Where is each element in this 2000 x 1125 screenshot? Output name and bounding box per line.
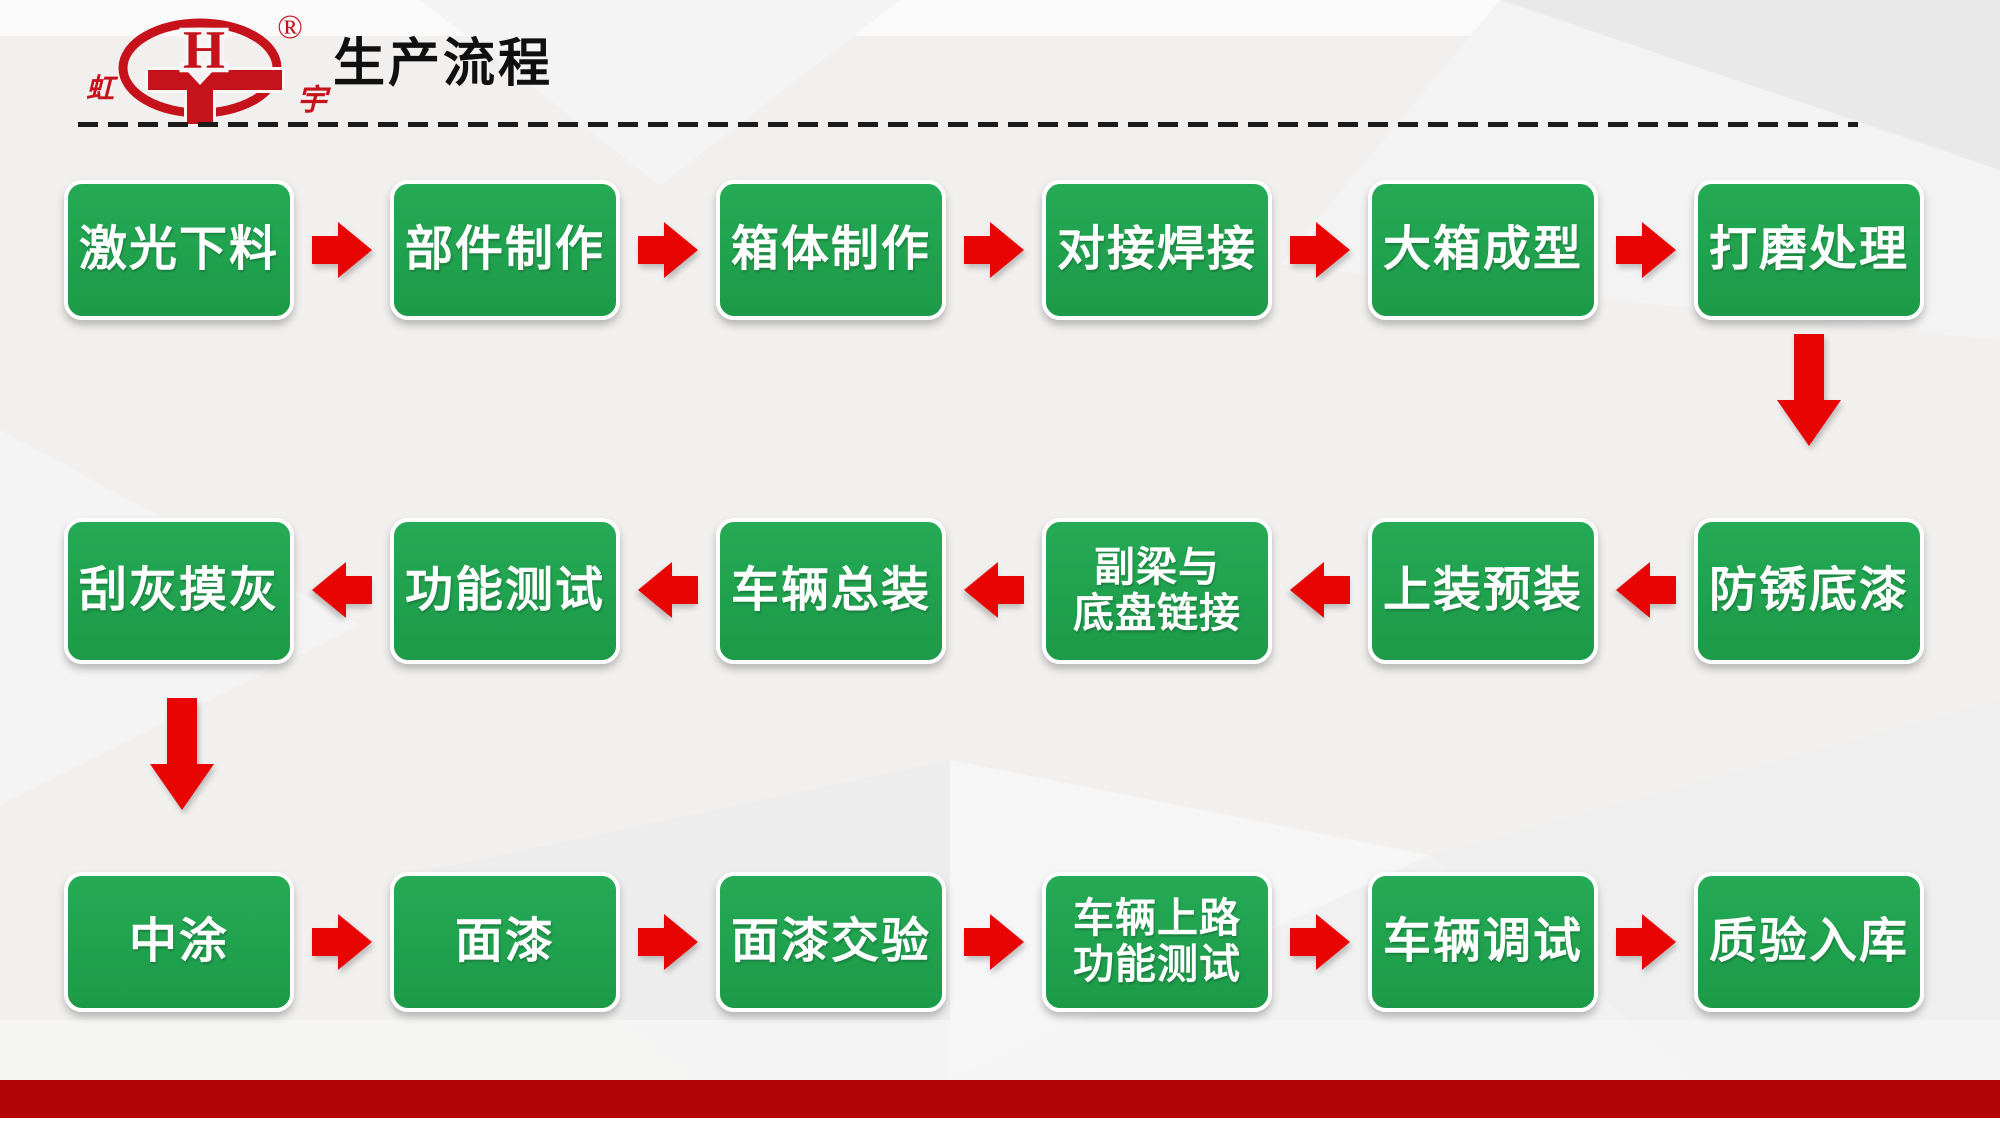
flow-step-box: 质验入库 xyxy=(1694,872,1924,1012)
arrow-right-icon xyxy=(312,914,372,970)
arrow-right-icon xyxy=(638,222,698,278)
flow-step-box: 上装预装 xyxy=(1368,518,1598,664)
flow-step-label: 质验入库 xyxy=(1708,915,1909,969)
flow-step-box: 车辆调试 xyxy=(1368,872,1598,1012)
flow-step-label: 激光下料 xyxy=(78,223,279,277)
flow-step-box: 刮灰摸灰 xyxy=(64,518,294,664)
arrow-right-icon xyxy=(1290,914,1350,970)
arrow-left-icon xyxy=(312,562,372,618)
logo-char-yu: 宇 xyxy=(297,84,331,117)
flow-step-box: 对接焊接 xyxy=(1042,180,1272,320)
footer-white-strip xyxy=(0,1118,2000,1125)
arrow-right-icon xyxy=(638,914,698,970)
flow-step-label: 车辆上路 xyxy=(1073,895,1241,942)
flow-step-box: 面漆交验 xyxy=(716,872,946,1012)
flow-step-label: 底盘链接 xyxy=(1073,590,1241,636)
flow-step-label: 车辆总装 xyxy=(730,564,931,618)
arrow-right-icon xyxy=(312,222,372,278)
arrow-down-icon xyxy=(1777,334,1841,446)
flow-step-label: 上装预装 xyxy=(1382,564,1583,618)
flow-step-label: 中涂 xyxy=(128,915,229,969)
flow-step-box: 大箱成型 xyxy=(1368,180,1598,320)
flow-step-box: 功能测试 xyxy=(390,518,620,664)
logo-char-hong: 虹 xyxy=(86,74,119,105)
flow-step-label: 刮灰摸灰 xyxy=(78,564,279,618)
arrow-right-icon xyxy=(1616,222,1676,278)
logo-registered-icon: ® xyxy=(277,9,303,46)
flow-step-label: 功能测试 xyxy=(404,564,605,618)
footer-bar xyxy=(0,1080,2000,1118)
flow-step-box: 激光下料 xyxy=(64,180,294,320)
dashed-divider xyxy=(78,122,1858,127)
arrow-left-icon xyxy=(638,562,698,618)
flow-step-label: 部件制作 xyxy=(404,223,605,277)
arrow-left-icon xyxy=(964,562,1024,618)
arrow-left-icon xyxy=(1290,562,1350,618)
arrow-left-icon xyxy=(1616,562,1676,618)
company-logo: H ® 虹 宇 xyxy=(86,9,331,127)
flow-step-label: 打磨处理 xyxy=(1708,223,1909,277)
flow-step-label: 大箱成型 xyxy=(1382,223,1583,277)
flow-step-box: 车辆上路功能测试 xyxy=(1042,872,1272,1012)
flow-step-label: 面漆交验 xyxy=(730,915,931,969)
page-title: 生产流程 xyxy=(333,35,554,93)
flow-step-box: 中涂 xyxy=(64,872,294,1012)
flow-step-box: 面漆 xyxy=(390,872,620,1012)
flow-step-label: 箱体制作 xyxy=(730,223,931,277)
flow-step-box: 车辆总装 xyxy=(716,518,946,664)
flow-step-box: 副梁与底盘链接 xyxy=(1042,518,1272,664)
arrow-right-icon xyxy=(964,222,1024,278)
flow-step-label: 车辆调试 xyxy=(1382,915,1583,969)
flow-step-box: 箱体制作 xyxy=(716,180,946,320)
arrow-right-icon xyxy=(1616,914,1676,970)
logo-y-monogram xyxy=(145,67,285,127)
flow-step-label: 对接焊接 xyxy=(1056,223,1257,277)
arrow-right-icon xyxy=(964,914,1024,970)
arrow-down-icon xyxy=(150,698,214,810)
logo-h-monogram: H xyxy=(183,20,225,80)
flow-step-box: 打磨处理 xyxy=(1694,180,1924,320)
flow-step-box: 防锈底漆 xyxy=(1694,518,1924,664)
flow-step-label: 功能测试 xyxy=(1073,941,1241,987)
flow-step-label: 防锈底漆 xyxy=(1708,564,1909,618)
flow-step-label: 副梁与 xyxy=(1094,544,1220,591)
arrow-right-icon xyxy=(1290,222,1350,278)
flow-step-label: 面漆 xyxy=(454,915,555,969)
flow-step-box: 部件制作 xyxy=(390,180,620,320)
